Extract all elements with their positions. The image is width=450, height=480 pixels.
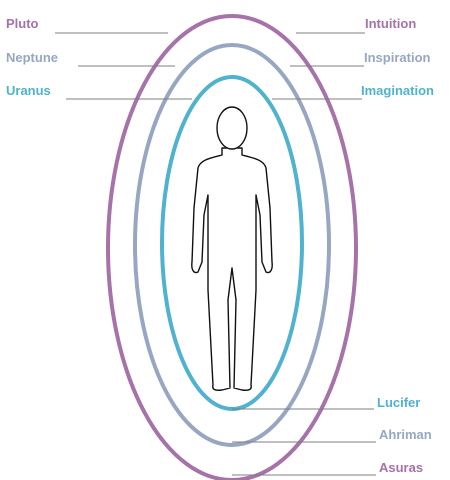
human-figure-outline <box>192 107 272 390</box>
inspiration-label: Inspiration <box>364 50 431 65</box>
imagination-label: Imagination <box>361 83 434 98</box>
neptune-label: Neptune <box>6 50 58 65</box>
asuras-label: Asuras <box>379 460 423 475</box>
uranus-label: Uranus <box>6 83 51 98</box>
intuition-label: Intuition <box>365 16 416 31</box>
pluto-label: Pluto <box>6 16 39 31</box>
ahriman-label: Ahriman <box>379 427 432 442</box>
lucifer-label: Lucifer <box>377 395 420 410</box>
